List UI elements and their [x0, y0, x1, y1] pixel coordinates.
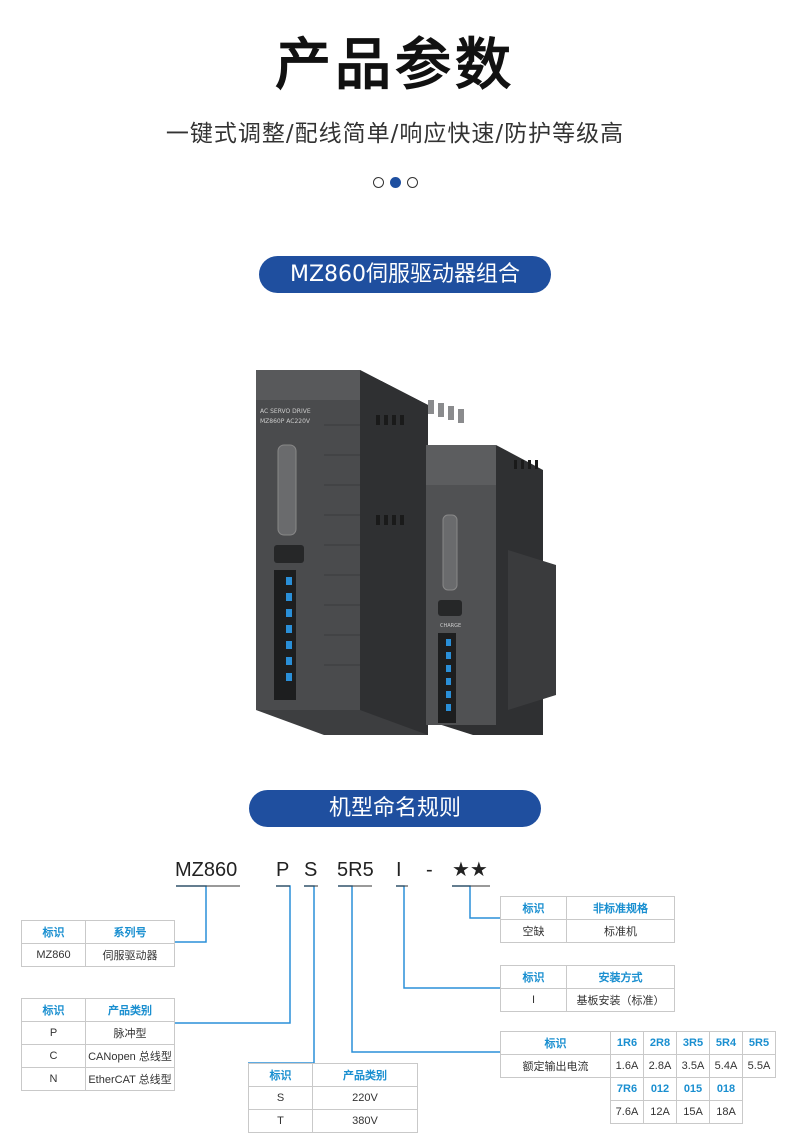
table-row: P 脉冲型 — [21, 1021, 175, 1045]
table-header: 标识 — [21, 998, 86, 1022]
table-cell: 基板安装（标准） — [566, 988, 675, 1012]
connector-nonstandard — [452, 885, 500, 919]
table-cell: 3.5A — [676, 1054, 710, 1078]
table-cell: 空缺 — [500, 919, 567, 943]
table-header: 5R4 — [709, 1031, 743, 1055]
table-cell: 5.4A — [709, 1054, 743, 1078]
table-install: 标识 安装方式 I 基板安装（标准） — [500, 965, 675, 1012]
drive-label-2: MZ860P AC220V — [260, 418, 311, 425]
table-row: MZ860 伺服驱动器 — [21, 943, 175, 967]
table-header: 标识 — [500, 965, 567, 989]
table-series: 标识 系列号 MZ860 伺服驱动器 — [21, 920, 175, 967]
table-header: 标识 — [21, 920, 86, 944]
model-part-dash: - — [426, 859, 433, 881]
connector-voltage — [248, 885, 315, 1064]
table-cell: CANopen 总线型 — [85, 1044, 175, 1068]
table-cell: I — [500, 988, 567, 1012]
page-subtitle: 一键式调整/配线简单/响应快速/防护等级高 — [165, 121, 625, 147]
table-header: 3R5 — [676, 1031, 710, 1055]
table-current: 标识 1R6 2R8 3R5 5R4 5R5 额定输出电流 1.6A 2.8A … — [500, 1031, 776, 1124]
connector-series — [175, 885, 207, 943]
table-header: 018 — [709, 1077, 743, 1101]
table-cell: 标准机 — [566, 919, 675, 943]
table-cell: N — [21, 1067, 86, 1091]
table-header: 标识 — [248, 1063, 313, 1087]
table-cell: 脉冲型 — [85, 1021, 175, 1045]
table-cell: S — [248, 1086, 313, 1110]
table-cell: P — [21, 1021, 86, 1045]
table-row: N EtherCAT 总线型 — [21, 1067, 175, 1091]
connector-category — [175, 885, 291, 1024]
table-row: 7.6A 12A 15A 18A — [501, 1100, 776, 1124]
section-naming-heading: 机型命名规则 — [249, 790, 541, 827]
table-cell: T — [248, 1109, 313, 1133]
table-header: 系列号 — [85, 920, 175, 944]
connector-install — [396, 885, 500, 989]
table-cell: 220V — [312, 1086, 418, 1110]
table-header: 015 — [676, 1077, 710, 1101]
table-cell: C — [21, 1044, 86, 1068]
model-part-series: MZ860 — [175, 859, 238, 881]
model-part-voltage: S — [304, 859, 318, 881]
table-cell: EtherCAT 总线型 — [85, 1067, 175, 1091]
drive-label-1: AC SERVO DRIVE — [260, 408, 311, 415]
table-row: C CANopen 总线型 — [21, 1044, 175, 1068]
table-cell: 18A — [709, 1100, 743, 1124]
carousel-dot-1[interactable] — [372, 177, 384, 188]
model-part-install: I — [396, 859, 402, 881]
table-header: 7R6 — [610, 1077, 644, 1101]
table-row: T 380V — [248, 1109, 418, 1133]
model-part-nonstandard: ★★ — [452, 859, 488, 881]
table-header: 标识 — [500, 896, 567, 920]
table-row: 7R6 012 015 018 — [501, 1077, 776, 1101]
table-header: 2R8 — [643, 1031, 677, 1055]
table-header: 产品类别 — [312, 1063, 418, 1087]
table-header: 标识 — [500, 1031, 611, 1055]
table-voltage: 标识 产品类别 S 220V T 380V — [248, 1063, 418, 1133]
model-part-current: 5R5 — [337, 859, 374, 881]
table-row: 空缺 标准机 — [500, 919, 675, 943]
section-product-heading: MZ860伺服驱动器组合 — [259, 256, 551, 293]
table-cell: 伺服驱动器 — [85, 943, 175, 967]
table-row: 额定输出电流 1.6A 2.8A 3.5A 5.4A 5.5A — [500, 1054, 776, 1078]
table-cell: 额定输出电流 — [500, 1054, 611, 1078]
connector-current — [338, 885, 500, 1053]
carousel-dot-2[interactable] — [389, 177, 401, 188]
table-cell: 1.6A — [610, 1054, 644, 1078]
table-cell: 380V — [312, 1109, 418, 1133]
table-row: I 基板安装（标准） — [500, 988, 675, 1012]
table-cell: 15A — [676, 1100, 710, 1124]
table-row: S 220V — [248, 1086, 418, 1110]
carousel-indicator — [0, 172, 790, 191]
table-cell: 2.8A — [643, 1054, 677, 1078]
servo-drive-product-image: AC SERVO DRIVE MZ860P AC220V CHARGE — [256, 370, 556, 735]
charge-label: CHARGE — [440, 623, 461, 629]
table-category: 标识 产品类别 P 脉冲型 C CANopen 总线型 N EtherCAT 总… — [21, 998, 175, 1091]
table-cell: 12A — [643, 1100, 677, 1124]
table-cell: 5.5A — [742, 1054, 776, 1078]
carousel-dot-3[interactable] — [406, 177, 418, 188]
table-header: 1R6 — [610, 1031, 644, 1055]
table-nonstandard: 标识 非标准规格 空缺 标准机 — [500, 896, 675, 943]
table-header: 012 — [643, 1077, 677, 1101]
table-header: 5R5 — [742, 1031, 776, 1055]
page-title: 产品参数 — [275, 33, 515, 98]
table-header: 产品类别 — [85, 998, 175, 1022]
table-cell: 7.6A — [610, 1100, 644, 1124]
table-cell: MZ860 — [21, 943, 86, 967]
table-header: 安装方式 — [566, 965, 675, 989]
table-header: 非标准规格 — [566, 896, 675, 920]
model-part-category: P — [276, 859, 290, 881]
